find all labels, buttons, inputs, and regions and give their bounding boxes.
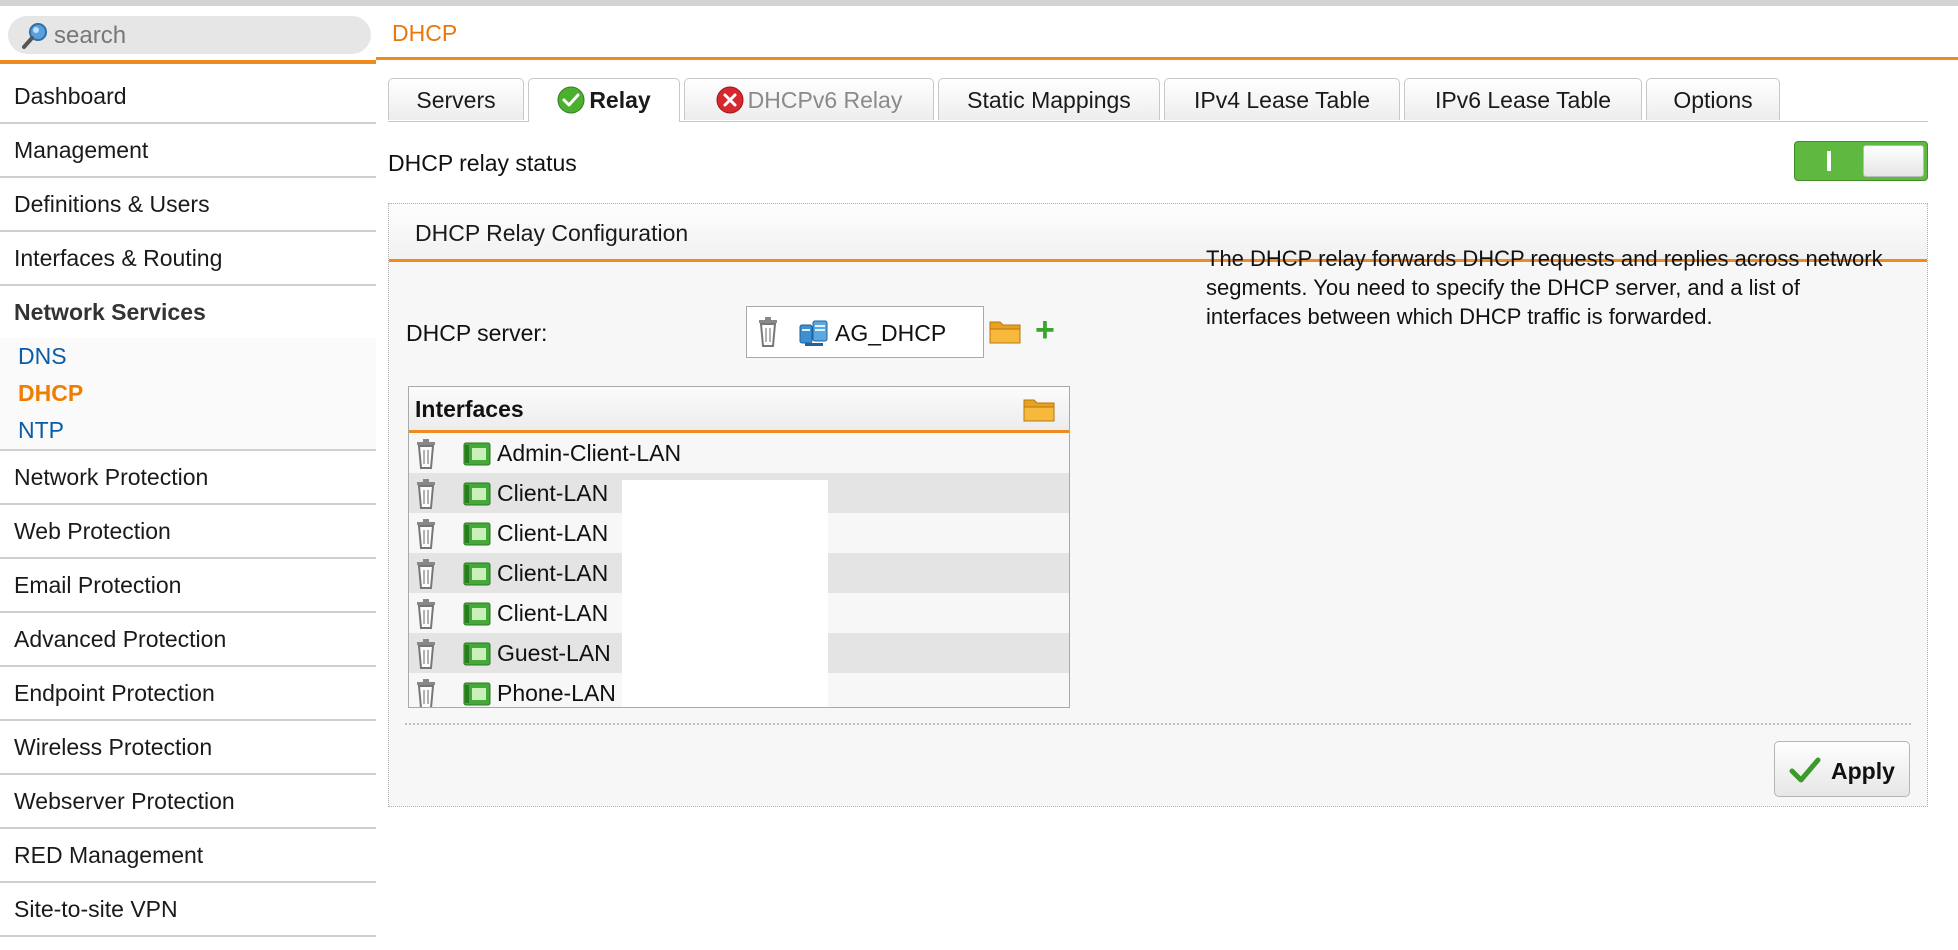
trash-icon[interactable] (415, 679, 437, 708)
network-interface-icon (463, 682, 491, 706)
dhcp-server-label: DHCP server: (406, 320, 548, 346)
tab-dhcpv6-relay[interactable]: DHCPv6 Relay (684, 78, 934, 120)
folder-icon[interactable] (1023, 396, 1055, 422)
interface-name: Client-LAN (497, 480, 609, 506)
interface-name: Client-LAN (497, 560, 609, 586)
toggle-knob[interactable] (1863, 145, 1924, 177)
sidebar-item-dashboard[interactable]: Dashboard (0, 70, 376, 124)
sidebar-item-definitions-users[interactable]: Definitions & Users (0, 178, 376, 232)
sidebar-subitem-ntp[interactable]: NTP (18, 417, 64, 443)
tab-label: IPv4 Lease Table (1193, 87, 1371, 113)
tab-label: DHCPv6 Relay (747, 87, 903, 113)
help-text: The DHCP relay forwards DHCP requests an… (1206, 246, 1883, 329)
relay-config-panel: DHCP Relay Configuration DHCP server: AG… (388, 203, 1928, 807)
sidebar-item-wireless-protection[interactable]: Wireless Protection (0, 721, 376, 775)
tab-static-mappings[interactable]: Static Mappings (938, 78, 1160, 120)
relay-status-toggle[interactable] (1794, 141, 1928, 181)
apply-label: Apply (1831, 758, 1895, 784)
trash-icon[interactable] (415, 639, 437, 669)
trash-icon[interactable] (415, 479, 437, 509)
tab-label: Servers (416, 87, 496, 113)
interface-name: Phone-LAN (497, 680, 616, 706)
tab-label: IPv6 Lease Table (1434, 87, 1612, 113)
trash-icon[interactable] (415, 439, 437, 469)
network-server-icon (799, 320, 828, 346)
search-icon (22, 23, 47, 49)
network-interface-icon (463, 562, 491, 586)
tab-ipv4-lease-table[interactable]: IPv4 Lease Table (1164, 78, 1400, 120)
interface-name: Client-LAN (497, 600, 609, 626)
sidebar-item-advanced-protection[interactable]: Advanced Protection (0, 613, 376, 667)
panel-header: DHCP Relay Configuration (389, 204, 1927, 262)
sidebar-item-management[interactable]: Management (0, 124, 376, 178)
interface-row[interactable]: Admin-Client-LAN (409, 433, 1069, 473)
sidebar-item-interfaces-routing[interactable]: Interfaces & Routing (0, 232, 376, 286)
redacted-area (622, 480, 828, 707)
sidebar-subnav-network-services: DNS DHCP NTP (0, 338, 376, 451)
tab-options[interactable]: Options (1646, 78, 1780, 120)
panel-title: DHCP Relay Configuration (415, 220, 689, 246)
tab-relay[interactable]: Relay (528, 78, 680, 122)
sidebar-nav: Dashboard Management Definitions & Users… (0, 70, 376, 937)
check-circle-icon (557, 86, 585, 114)
page-title: DHCP (392, 20, 458, 46)
tab-ipv6-lease-table[interactable]: IPv6 Lease Table (1404, 78, 1642, 120)
interface-name: Admin-Client-LAN (497, 440, 682, 466)
trash-icon[interactable] (757, 317, 779, 347)
sidebar: Dashboard Management Definitions & Users… (0, 6, 376, 950)
tab-label: Relay (589, 87, 651, 113)
interface-name: Guest-LAN (497, 640, 611, 666)
trash-icon[interactable] (415, 519, 437, 549)
trash-icon[interactable] (415, 559, 437, 589)
tab-label: Options (1673, 87, 1753, 113)
toggle-on-indicator (1827, 151, 1831, 171)
network-interface-icon (463, 522, 491, 546)
interfaces-title: Interfaces (415, 396, 524, 422)
dhcp-server-value: AG_DHCP (835, 320, 947, 346)
sidebar-subnav-wrapper: DNS DHCP NTP (0, 338, 376, 451)
search-box (8, 16, 371, 54)
tabs-baseline (388, 121, 1928, 122)
sidebar-item-network-services[interactable]: Network Services (14, 299, 206, 325)
folder-icon[interactable] (989, 318, 1021, 344)
dhcp-server-field[interactable]: AG_DHCP (746, 306, 984, 358)
sidebar-item-network-protection[interactable]: Network Protection (0, 451, 376, 505)
x-circle-icon (716, 86, 744, 114)
network-interface-icon (463, 482, 491, 506)
network-interface-icon (463, 602, 491, 626)
trash-icon[interactable] (415, 599, 437, 629)
search-input[interactable] (52, 19, 356, 53)
tab-servers[interactable]: Servers (388, 78, 524, 120)
sidebar-subitem-dns[interactable]: DNS (18, 343, 67, 369)
sidebar-item-webserver-protection[interactable]: Webserver Protection (0, 775, 376, 829)
sidebar-item-red-management[interactable]: RED Management (0, 829, 376, 883)
interfaces-list-box: Interfaces Admin-Client-LAN Client-LAN C… (408, 386, 1070, 708)
relay-status-label: DHCP relay status (388, 150, 577, 176)
top-border (0, 0, 1958, 6)
network-interface-icon (463, 442, 491, 466)
sidebar-item-web-protection[interactable]: Web Protection (0, 505, 376, 559)
interface-name: Client-LAN (497, 520, 609, 546)
sidebar-item-endpoint-protection[interactable]: Endpoint Protection (0, 667, 376, 721)
checkmark-icon (1789, 757, 1821, 783)
network-interface-icon (463, 642, 491, 666)
apply-button[interactable]: Apply (1774, 741, 1910, 797)
title-underline (376, 57, 1958, 60)
tab-label: Static Mappings (967, 87, 1131, 113)
search-underline (0, 60, 376, 64)
add-icon[interactable]: + (1035, 311, 1055, 349)
sidebar-item-email-protection[interactable]: Email Protection (0, 559, 376, 613)
sidebar-item-site-to-site-vpn[interactable]: Site-to-site VPN (0, 883, 376, 937)
sidebar-subitem-dhcp[interactable]: DHCP (18, 380, 84, 406)
interfaces-header: Interfaces (409, 387, 1069, 433)
panel-separator (405, 723, 1911, 725)
